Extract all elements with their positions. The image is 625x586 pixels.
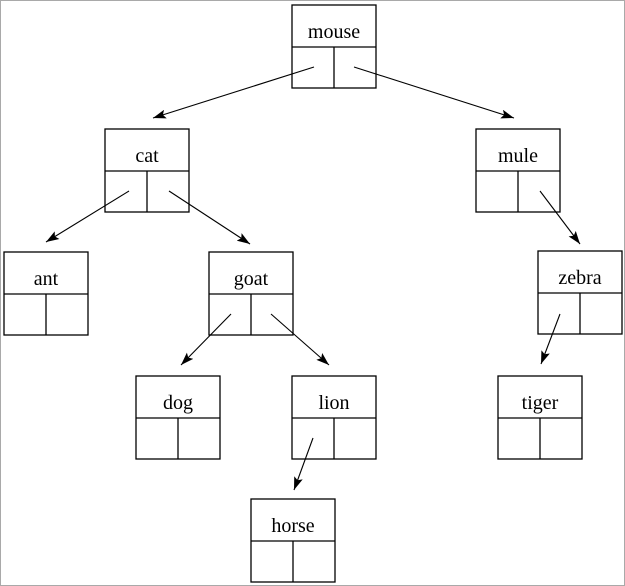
node-goat: goat: [208, 251, 294, 336]
node-mouse-label: mouse: [308, 21, 360, 43]
edge-cat-right-to-goat: [168, 190, 251, 245]
node-horse-label: horse: [271, 515, 314, 537]
node-zebra-label: zebra: [558, 267, 601, 289]
edges: [45, 66, 581, 491]
node-tiger: tiger: [497, 375, 583, 460]
edge-zebra-left-to-tiger: [540, 313, 561, 365]
node-horse: horse: [250, 498, 336, 583]
node-goat-label: goat: [234, 268, 269, 290]
edge-mouse-left-to-cat: [152, 66, 315, 119]
node-cat: cat: [104, 128, 190, 213]
edge-lion-left-to-horse: [293, 437, 314, 491]
node-tiger-label: tiger: [522, 392, 559, 414]
node-cat-label: cat: [135, 145, 159, 167]
node-lion-label: lion: [318, 392, 349, 414]
node-ant: ant: [3, 251, 89, 336]
node-dog: dog: [135, 375, 221, 460]
node-lion: lion: [291, 375, 377, 460]
node-mule: mule: [475, 128, 561, 213]
node-zebra: zebra: [537, 250, 623, 335]
node-mule-label: mule: [498, 145, 538, 167]
node-dog-label: dog: [163, 392, 193, 414]
edge-cat-left-to-ant: [45, 190, 130, 243]
edge-goat-right-to-lion: [270, 313, 330, 366]
node-mouse: mouse: [291, 4, 377, 89]
edge-mule-right-to-zebra: [539, 190, 581, 245]
edge-goat-left-to-dog: [180, 313, 232, 366]
edge-mouse-right-to-mule: [353, 66, 515, 119]
node-ant-label: ant: [34, 268, 59, 290]
